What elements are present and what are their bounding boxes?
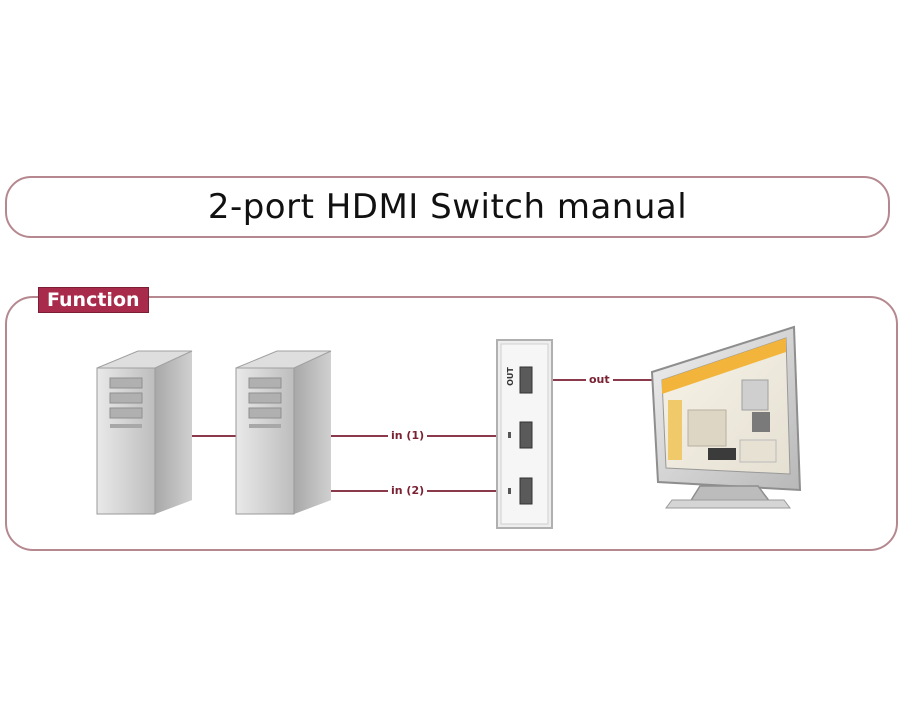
- monitor: [650, 325, 802, 509]
- hdmi-switch: [496, 339, 553, 529]
- hdmi-in1-port: [519, 421, 533, 449]
- page-title: 2-port HDMI Switch manual: [207, 187, 688, 227]
- title-banner: 2-port HDMI Switch manual: [5, 176, 890, 238]
- function-panel: [5, 296, 898, 551]
- hdmi-out-port: [519, 366, 533, 394]
- computer-tower-2: [235, 350, 332, 515]
- switch-out-port-label: OUT: [505, 367, 515, 386]
- computer-tower-1: [96, 350, 193, 515]
- out-label: out: [586, 373, 613, 386]
- function-section-label: Function: [38, 287, 149, 313]
- in2-label: in (2): [388, 484, 428, 497]
- hdmi-in2-port: [519, 477, 533, 505]
- in1-label: in (1): [388, 429, 428, 442]
